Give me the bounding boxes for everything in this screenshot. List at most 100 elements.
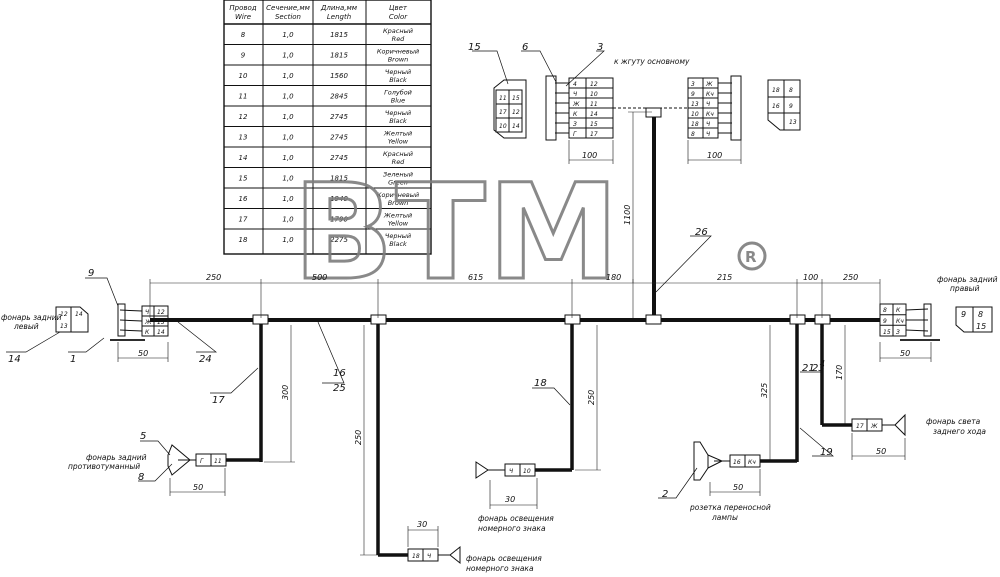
pin-color: Ж bbox=[870, 423, 878, 430]
pin-color: Г bbox=[573, 131, 577, 138]
connector-top-middle-labels: 4 Ч Ж К З Г 12 10 11 14 15 17 100 bbox=[572, 81, 598, 160]
connector-top-right bbox=[654, 75, 742, 164]
pin-wire: 15 bbox=[883, 329, 891, 336]
plate-lamp-mid-connector bbox=[475, 461, 572, 509]
pin-wire: 10 bbox=[590, 91, 598, 98]
header-wire-ru: Провод bbox=[229, 4, 256, 12]
table-cell: Желтый bbox=[383, 212, 412, 220]
table-cell: 1,0 bbox=[282, 154, 294, 162]
dim-180: 180 bbox=[606, 273, 621, 282]
table-cell: Black bbox=[389, 240, 407, 248]
table-cell: 1815 bbox=[330, 175, 348, 183]
pin-color: Г bbox=[200, 458, 204, 465]
table-cell: 1,0 bbox=[282, 195, 294, 203]
pin: 12 bbox=[60, 311, 68, 318]
dim-215: 215 bbox=[717, 273, 732, 282]
table-cell: 15 bbox=[239, 175, 248, 183]
plug-15 bbox=[493, 79, 527, 139]
pin: 8 bbox=[978, 310, 983, 319]
watermark-text: BTM bbox=[293, 156, 621, 310]
table-cell: Голубой bbox=[384, 89, 412, 97]
label-plate-lamp-bottom-2: номерного знака bbox=[466, 564, 534, 573]
table-cell: Blue bbox=[391, 97, 405, 105]
dim-fog: 50 bbox=[193, 483, 203, 492]
plug-3 bbox=[767, 79, 801, 131]
callout-3: 3 bbox=[597, 42, 603, 53]
table-cell: 1,0 bbox=[282, 52, 294, 60]
connector-top-middle bbox=[545, 75, 654, 164]
pin-wire: 18 bbox=[412, 553, 420, 560]
callout-25: 25 bbox=[333, 383, 346, 394]
dim-plate-mid: 30 bbox=[505, 495, 515, 504]
table-cell: 9 bbox=[241, 52, 246, 60]
registered-mark-ring bbox=[737, 241, 767, 271]
callout-15: 15 bbox=[468, 42, 481, 53]
pin-wire: 16 bbox=[733, 459, 741, 466]
table-cell: 2845 bbox=[330, 93, 348, 101]
pin-wire: 10 bbox=[523, 468, 531, 475]
plug-3-pins: 18 8 16 9 13 bbox=[772, 87, 797, 126]
pin-color: Ч bbox=[573, 91, 577, 98]
dim-left-end: 50 bbox=[138, 349, 148, 358]
pin-color: Ч bbox=[427, 553, 431, 560]
label-reverse-lamp-2: заднего хода bbox=[933, 427, 986, 436]
fog-lamp-labels: Г 11 50 фонарь задний противотуманный bbox=[68, 453, 222, 492]
table-cell: 1,0 bbox=[282, 134, 294, 142]
pin: 14 bbox=[512, 123, 520, 130]
pin-wire: 3 bbox=[691, 81, 695, 88]
label-socket-2: лампы bbox=[711, 513, 738, 522]
label-lamp-left-2: левый bbox=[13, 322, 39, 331]
table-cell: Green bbox=[388, 179, 408, 187]
label-reverse-lamp: фонарь света bbox=[926, 417, 981, 426]
callout-14: 14 bbox=[8, 354, 21, 365]
header-section-ru: Сечение,мм bbox=[266, 4, 311, 12]
table-cell: Красный bbox=[383, 150, 413, 158]
pin: 13 bbox=[60, 323, 68, 330]
table-cell: 1790 bbox=[330, 216, 348, 224]
pin-wire: 12 bbox=[590, 81, 598, 88]
label-fog-lamp-2: противотуманный bbox=[68, 462, 140, 471]
dim-b19: 325 bbox=[760, 383, 769, 398]
pin-color: К bbox=[573, 111, 578, 118]
callout-21: 21 bbox=[802, 363, 815, 374]
table-cell: 1940 bbox=[330, 195, 348, 203]
pin-wire: 13 bbox=[691, 101, 699, 108]
callout-19: 19 bbox=[820, 447, 833, 458]
dim-500: 500 bbox=[312, 273, 327, 282]
pin-color: З bbox=[573, 121, 577, 128]
table-cell: 1,0 bbox=[282, 216, 294, 224]
table-cell: 1,0 bbox=[282, 175, 294, 183]
callout-1: 1 bbox=[70, 354, 76, 365]
label-lamp-right: фонарь задний bbox=[937, 275, 998, 284]
header-wire-en: Wire bbox=[235, 13, 251, 21]
plate-lamp-mid-labels: Ч 10 30 фонарь освещения номерного знака bbox=[478, 468, 554, 533]
header-color-en: Color bbox=[389, 13, 408, 21]
pin-wire: 10 bbox=[691, 111, 699, 118]
label-socket: розетка переносной bbox=[689, 503, 771, 512]
pin: 14 bbox=[75, 311, 83, 318]
table-cell: 13 bbox=[239, 134, 248, 142]
table-cell: 2745 bbox=[330, 154, 348, 162]
callout-9: 9 bbox=[88, 268, 94, 279]
dim-615: 615 bbox=[468, 273, 483, 282]
pin-color: Ж bbox=[144, 319, 152, 326]
callout-17: 17 bbox=[212, 395, 225, 406]
callouts: 15 6 3 9 14 1 24 17 16 25 26 18 21 23 19… bbox=[8, 42, 833, 500]
dim-1100: 1100 bbox=[623, 205, 632, 225]
reverse-lamp-labels: 17 Ж 50 фонарь света заднего хода bbox=[856, 417, 986, 456]
label-lamp-right-2: правый bbox=[950, 284, 980, 293]
table-cell: Black bbox=[389, 76, 407, 84]
dim-right-end: 50 bbox=[900, 349, 910, 358]
pin-wire: 9 bbox=[883, 318, 887, 325]
table-cell: 14 bbox=[239, 154, 248, 162]
pin-wire: 17 bbox=[856, 423, 864, 430]
table-cell: 10 bbox=[239, 72, 248, 80]
pin-color: К bbox=[896, 307, 901, 314]
pin: 12 bbox=[512, 109, 520, 116]
socket-labels: 16 Кч 50 розетка переносной лампы bbox=[689, 459, 771, 522]
pin-wire: 11 bbox=[214, 458, 222, 465]
callout-5: 5 bbox=[140, 431, 146, 442]
table-cell: Brown bbox=[388, 56, 409, 64]
pin: 16 bbox=[772, 103, 780, 110]
